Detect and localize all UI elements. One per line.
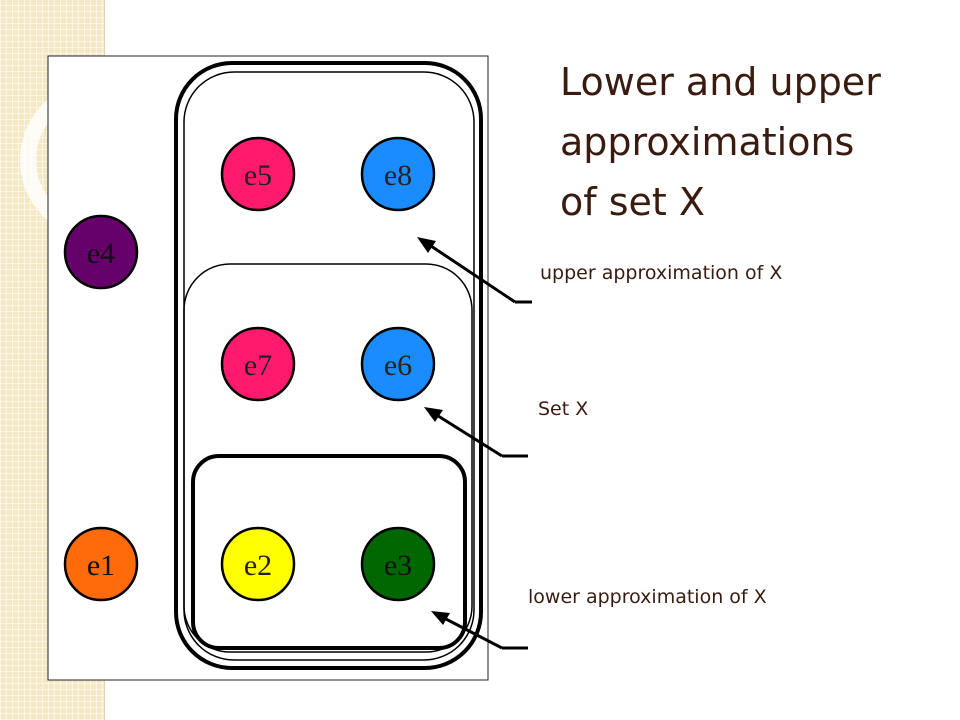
upper-approximation-label: upper approximation of X [540, 262, 783, 284]
set-x-region [183, 263, 473, 653]
node-e3: e3 [360, 526, 436, 602]
svg-text:e1: e1 [87, 549, 115, 582]
set-x-pointer [424, 407, 528, 458]
node-e1: e1 [63, 526, 139, 602]
node-e5: e5 [220, 136, 296, 212]
node-e7: e7 [220, 326, 296, 402]
upper-approximation-pointer [417, 237, 532, 304]
lower-approximation-pointer [431, 611, 528, 650]
svg-text:e8: e8 [384, 159, 412, 192]
title-line-3: of set X [560, 180, 705, 224]
svg-text:e4: e4 [87, 237, 115, 270]
page-title: Lower and upper approximations of set X [560, 52, 950, 232]
lower-approximation-label: lower approximation of X [528, 586, 767, 608]
set-x-label: Set X [538, 398, 589, 420]
node-e4: e4 [63, 214, 139, 290]
svg-text:e7: e7 [244, 349, 272, 382]
svg-text:e6: e6 [384, 349, 412, 382]
upper-approximation-region [174, 61, 483, 670]
title-line-1: Lower and upper [560, 60, 881, 104]
node-e2: e2 [220, 526, 296, 602]
node-e8: e8 [360, 136, 436, 212]
svg-text:e2: e2 [244, 549, 272, 582]
node-e6: e6 [360, 326, 436, 402]
title-line-2: approximations [560, 120, 855, 164]
svg-text:e3: e3 [384, 549, 412, 582]
svg-text:e5: e5 [244, 159, 272, 192]
lower-approximation-region [191, 454, 467, 650]
